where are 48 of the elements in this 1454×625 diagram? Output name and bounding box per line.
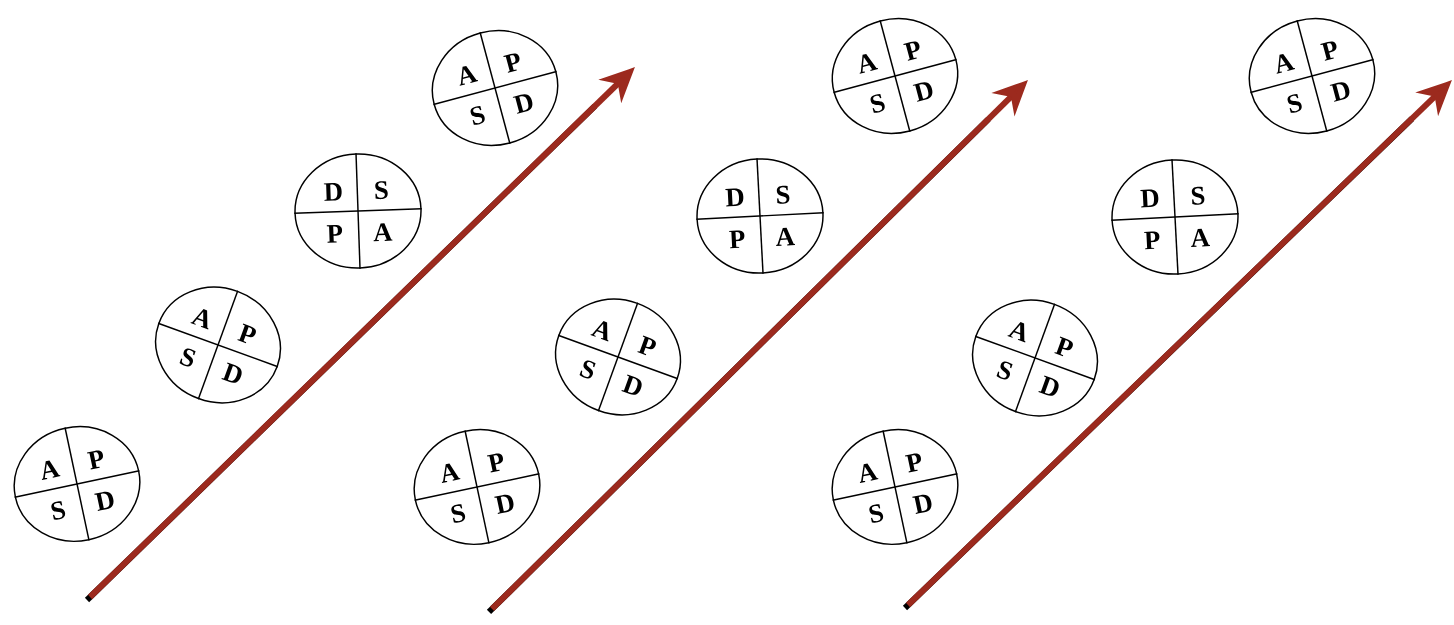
- cycle-letter: A: [1191, 228, 1210, 247]
- cycle-letter: D: [1038, 375, 1059, 396]
- cycle-letter: P: [487, 453, 503, 473]
- cycle-letter: P: [729, 230, 745, 249]
- cycle-letter: A: [1007, 322, 1026, 343]
- cycle-letter: S: [776, 185, 790, 204]
- cycle-letter: P: [237, 323, 256, 344]
- cycle-letter: D: [621, 374, 642, 395]
- cycle-letter: S: [869, 504, 884, 523]
- cycle-letter: A: [441, 463, 461, 483]
- cycle-letter: P: [1320, 41, 1337, 61]
- cycle-letter: D: [912, 494, 932, 514]
- cycle-letter: D: [512, 94, 533, 114]
- cycle-letter: S: [451, 504, 466, 523]
- cycle-letter: P: [903, 41, 920, 61]
- cycle-letter: S: [1191, 186, 1205, 205]
- cycle-letter: S: [375, 181, 388, 200]
- cycle-letter: D: [912, 82, 933, 102]
- cycle-letter: D: [1140, 189, 1159, 208]
- cycle-letter: A: [373, 223, 393, 242]
- cycle-letter: A: [590, 321, 609, 342]
- cycle-letter: P: [326, 225, 343, 243]
- cycle-letter: S: [179, 348, 196, 367]
- cycle-letter: S: [470, 106, 485, 125]
- cycle-letter: P: [905, 453, 921, 473]
- cycle-letter: D: [94, 491, 114, 511]
- cycle-letter: P: [87, 450, 103, 470]
- cycle-letter: A: [459, 65, 479, 86]
- cycle-letter: P: [637, 335, 656, 356]
- cycle-letter: S: [1287, 94, 1302, 113]
- cycle-letter: P: [503, 53, 520, 73]
- cycle-letter: D: [221, 362, 242, 383]
- cycle-letter: A: [859, 463, 879, 483]
- cycle-letter: A: [859, 53, 878, 74]
- cycle-letter: S: [579, 360, 596, 379]
- cycle-letter: P: [1054, 336, 1073, 357]
- cycle-letter: S: [51, 501, 66, 520]
- cycle-letter: D: [1329, 82, 1350, 102]
- cycle-letter: D: [725, 188, 744, 207]
- cycle-letter: S: [996, 361, 1013, 380]
- cycle-letter: P: [1144, 231, 1160, 250]
- cycle-letter: A: [41, 460, 61, 480]
- cycle-letter: A: [1276, 53, 1295, 74]
- cycle-letter: D: [494, 494, 514, 514]
- cycle-letter: D: [323, 183, 342, 201]
- cycle-letter: A: [776, 227, 795, 246]
- cycle-letter: A: [190, 309, 209, 330]
- cycle-letter: S: [870, 94, 885, 113]
